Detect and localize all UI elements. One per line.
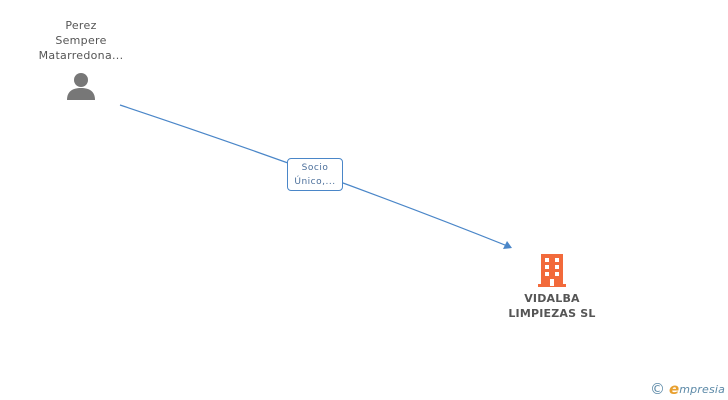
brand-initial: e — [669, 380, 680, 398]
person-icon — [67, 73, 95, 100]
arrowhead-icon — [503, 241, 512, 249]
person-name: Perez Sempere Matarredona... — [21, 18, 141, 63]
company-node[interactable]: VIDALBA LIMPIEZAS SL — [490, 252, 614, 321]
company-name-line-1: VIDALBA — [524, 292, 580, 305]
company-name-line-2: LIMPIEZAS SL — [508, 307, 596, 320]
person-name-line-2: Sempere — [55, 34, 107, 47]
brand-name: mpresia — [679, 382, 726, 396]
building-icon — [538, 254, 566, 287]
company-name: VIDALBA LIMPIEZAS SL — [490, 291, 614, 321]
copyright-icon: © — [650, 380, 665, 398]
person-name-line-3: Matarredona... — [38, 49, 124, 62]
brand-logo[interactable]: © e mpresia — [650, 379, 725, 399]
relation-label[interactable]: Socio Único,... — [287, 158, 343, 191]
person-name-line-1: Perez — [65, 19, 97, 32]
relation-label-line-1: Socio — [301, 163, 329, 173]
person-node[interactable]: Perez Sempere Matarredona... — [21, 18, 141, 101]
relation-label-line-2: Único,... — [294, 177, 336, 187]
